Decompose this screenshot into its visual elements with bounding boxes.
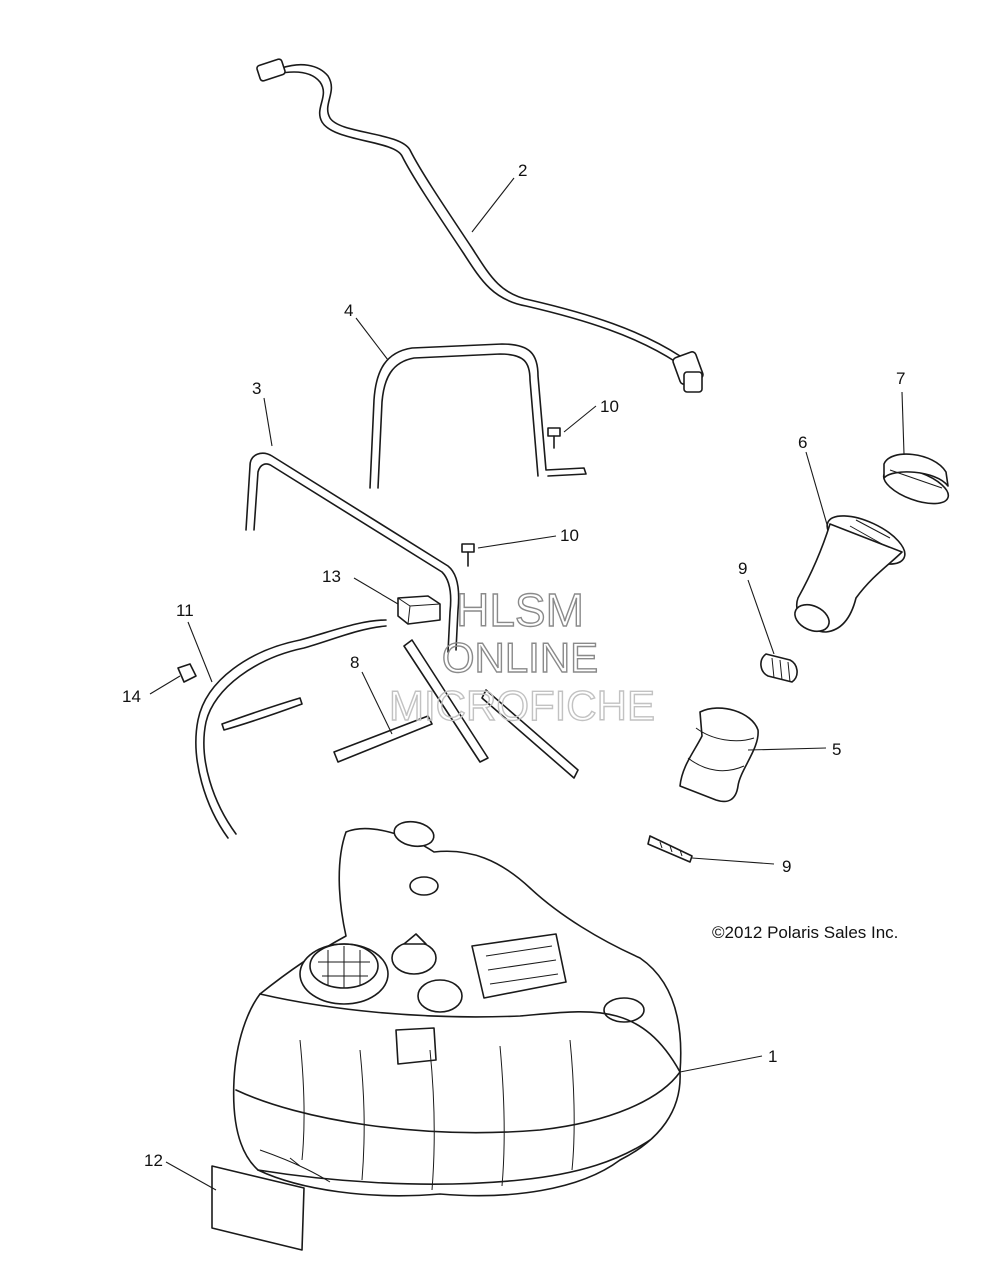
watermark: HLSM ONLINE MICROFICHE	[388, 583, 655, 729]
pad-strips-part	[221, 639, 579, 779]
callout-1: 1	[768, 1047, 777, 1066]
lower-tank-strap-part	[245, 452, 460, 653]
callout-12: 12	[144, 1151, 163, 1170]
watermark-line-3: MICROFICHE	[389, 682, 655, 729]
callout-9-upper: 9	[738, 559, 747, 578]
fuel-cap-part	[882, 453, 950, 505]
label-decal-part	[211, 1165, 305, 1251]
hose-clamp-upper-part	[760, 653, 798, 683]
breather-hose-part	[195, 619, 387, 839]
watermark-line-1: HLSM	[456, 584, 584, 636]
callout-10-lower: 10	[560, 526, 579, 545]
watermark-line-2: ONLINE	[442, 634, 598, 681]
callout-11: 11	[176, 601, 194, 620]
callout-5: 5	[832, 740, 841, 759]
callout-3: 3	[252, 379, 261, 398]
callout-2: 2	[518, 161, 527, 180]
callout-13: 13	[322, 567, 341, 586]
leader-lines	[149, 177, 905, 1191]
callout-8: 8	[350, 653, 359, 672]
bolt-lower-part	[461, 543, 475, 567]
hose-clamp-lower-part	[647, 835, 693, 863]
filler-hose-part	[679, 707, 759, 803]
fuel-tank-part	[232, 820, 682, 1197]
callout-10-upper: 10	[600, 397, 619, 416]
upper-tank-strap-part	[369, 343, 587, 489]
foam-pad-part	[397, 595, 441, 625]
callout-4: 4	[344, 301, 353, 320]
callout-9-lower: 9	[782, 857, 791, 876]
copyright-text: ©2012 Polaris Sales Inc.	[712, 923, 898, 942]
callout-labels: 2 4 3 10 10 7 6 9 5 9 13 11 14 8 1 12	[122, 161, 905, 1170]
bolt-upper-part	[547, 427, 561, 449]
filler-neck-part	[794, 515, 906, 633]
callout-14: 14	[122, 687, 141, 706]
callout-7: 7	[896, 369, 905, 388]
hose-clip-part	[177, 663, 197, 683]
callout-6: 6	[798, 433, 807, 452]
vent-line-part	[256, 58, 704, 393]
